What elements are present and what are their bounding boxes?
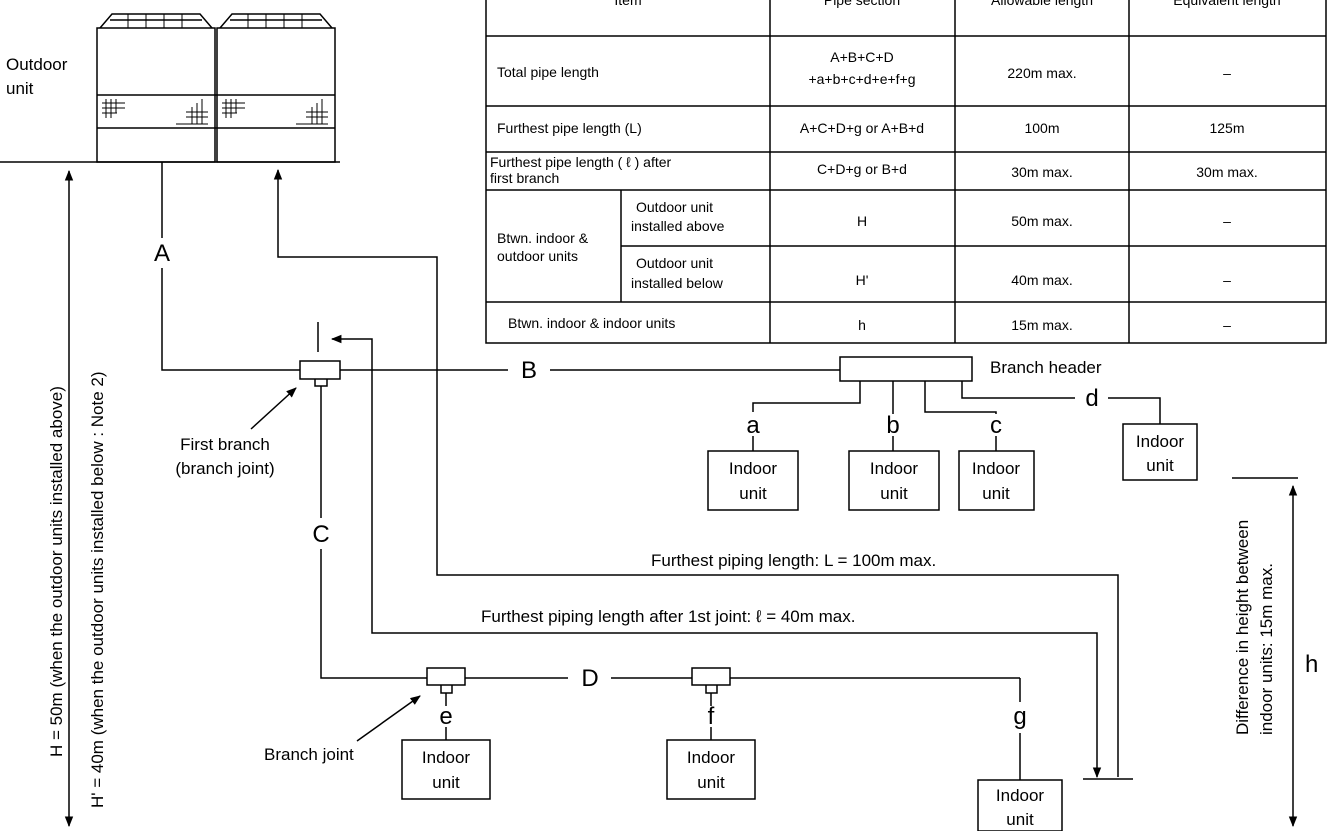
row4-group-1: Btwn. indoor & — [497, 230, 589, 246]
pipe-label-e: e — [439, 703, 452, 730]
indoor-unit-b-line-2: unit — [880, 484, 908, 503]
row1-section-1: A+B+C+D — [830, 49, 893, 65]
indoor-unit-f-line-2: unit — [697, 773, 725, 792]
indoor-unit-e-line-1: Indoor — [422, 748, 471, 767]
row4-sub-2: installed above — [631, 218, 725, 234]
pipe-label-a: A — [154, 240, 170, 267]
height-label-left-2: H' = 40m (when the outdoor units install… — [88, 371, 107, 808]
indoor-unit-e-box — [401, 739, 491, 800]
height-label-right-2: indoor units: 15m max. — [1257, 563, 1276, 735]
indoor-unit-f-line-1: Indoor — [687, 748, 736, 767]
pipe-label-a-lower: a — [746, 412, 760, 439]
indoor-unit-c-box — [958, 450, 1035, 511]
row5-sub-2: installed below — [631, 275, 724, 291]
branch-joint-f — [691, 667, 731, 686]
pipe-label-c: C — [312, 521, 329, 548]
branch-header-label: Branch header — [990, 358, 1102, 377]
indoor-unit-b-box — [848, 450, 940, 511]
branch-header — [839, 356, 973, 382]
indoor-unit-d-line-1: Indoor — [1136, 432, 1185, 451]
row2-allowable: 100m — [1024, 120, 1059, 136]
row3-item-1: Furthest pipe length ( ℓ ) after — [490, 154, 672, 170]
pipe-label-f: f — [708, 703, 715, 730]
row1-allowable: 220m max. — [1007, 65, 1076, 81]
indoor-unit-d-line-2: unit — [1146, 456, 1174, 475]
table-header-equivalent: Equivalent length — [1173, 0, 1280, 8]
table-text: Item Pipe section Allowable length Equiv… — [490, 0, 1281, 333]
row4-section: H — [857, 213, 867, 229]
row3-equivalent: 30m max. — [1196, 164, 1257, 180]
row4-sub-1: Outdoor unit — [636, 199, 713, 215]
outdoor-label-2: unit — [6, 79, 34, 98]
branch-joint-label: Branch joint — [264, 745, 354, 764]
pipe-label-g: g — [1013, 703, 1026, 730]
row1-equivalent: – — [1223, 65, 1231, 81]
pipe-c — [320, 386, 427, 679]
row5-section: H' — [856, 272, 869, 288]
row5-equivalent: – — [1223, 272, 1231, 288]
outdoor-unit — [96, 13, 336, 163]
first-branch-label-1: First branch — [180, 435, 270, 454]
indoor-unit-a-line-1: Indoor — [729, 459, 778, 478]
height-label-left-1: H = 50m (when the outdoor units installe… — [47, 386, 66, 757]
pipe-a — [161, 162, 300, 371]
row3-allowable: 30m max. — [1011, 164, 1072, 180]
indoor-unit-g-box — [977, 779, 1063, 831]
first-branch-joint — [299, 360, 341, 380]
indoor-unit-d-box — [1122, 423, 1198, 481]
furthest-length-label: Furthest piping length: L = 100m max. — [651, 551, 936, 570]
row2-item: Furthest pipe length (L) — [497, 120, 642, 136]
row3-section: C+D+g or B+d — [817, 161, 907, 177]
indoor-unit-c-line-2: unit — [982, 484, 1010, 503]
furthest-after-joint-label: Furthest piping length after 1st joint: … — [481, 607, 856, 626]
indoor-unit-a-box — [707, 450, 799, 511]
first-branch-label-2: (branch joint) — [175, 459, 274, 478]
height-label-right-1: Difference in height between — [1233, 520, 1252, 735]
row1-section-2: +a+b+c+d+e+f+g — [808, 71, 915, 87]
pipe-length-table — [485, 0, 1327, 344]
row3-item-2: first branch — [490, 170, 559, 186]
row4-group-2: outdoor units — [497, 248, 578, 264]
pipe-label-b-lower: b — [886, 412, 899, 439]
row4-equivalent: – — [1223, 213, 1231, 229]
row1-item: Total pipe length — [497, 64, 599, 80]
table-header-section: Pipe section — [824, 0, 900, 8]
row4-allowable: 50m max. — [1011, 213, 1072, 229]
row6-equivalent: – — [1223, 317, 1231, 333]
row5-sub-1: Outdoor unit — [636, 255, 713, 271]
indoor-unit-a-line-2: unit — [739, 484, 767, 503]
indoor-unit-f-box — [666, 739, 756, 800]
row2-equivalent: 125m — [1209, 120, 1244, 136]
furthest-length-line — [273, 168, 1119, 777]
row2-section: A+C+D+g or A+B+d — [800, 120, 924, 136]
branch-joint-e — [426, 667, 466, 686]
indoor-unit-g-line-1: Indoor — [996, 786, 1045, 805]
outdoor-label-1: Outdoor — [6, 55, 68, 74]
indoor-unit-g-line-2: unit — [1006, 810, 1034, 829]
indoor-unit-b-line-1: Indoor — [870, 459, 919, 478]
furthest-after-joint-line — [330, 334, 1098, 643]
row6-section: h — [858, 317, 866, 333]
pipe-label-b: B — [521, 357, 537, 384]
pipe-label-d-lower: d — [1085, 385, 1098, 412]
height-label-h: h — [1305, 651, 1318, 678]
row6-item: Btwn. indoor & indoor units — [508, 315, 675, 331]
pipe-label-c-lower: c — [990, 412, 1002, 439]
table-header-item: Item — [614, 0, 641, 8]
indoor-unit-e-line-2: unit — [432, 773, 460, 792]
table-header-allowable: Allowable length — [991, 0, 1093, 8]
row5-allowable: 40m max. — [1011, 272, 1072, 288]
pipe-label-d: D — [581, 665, 598, 692]
indoor-unit-c-line-1: Indoor — [972, 459, 1021, 478]
row6-allowable: 15m max. — [1011, 317, 1072, 333]
